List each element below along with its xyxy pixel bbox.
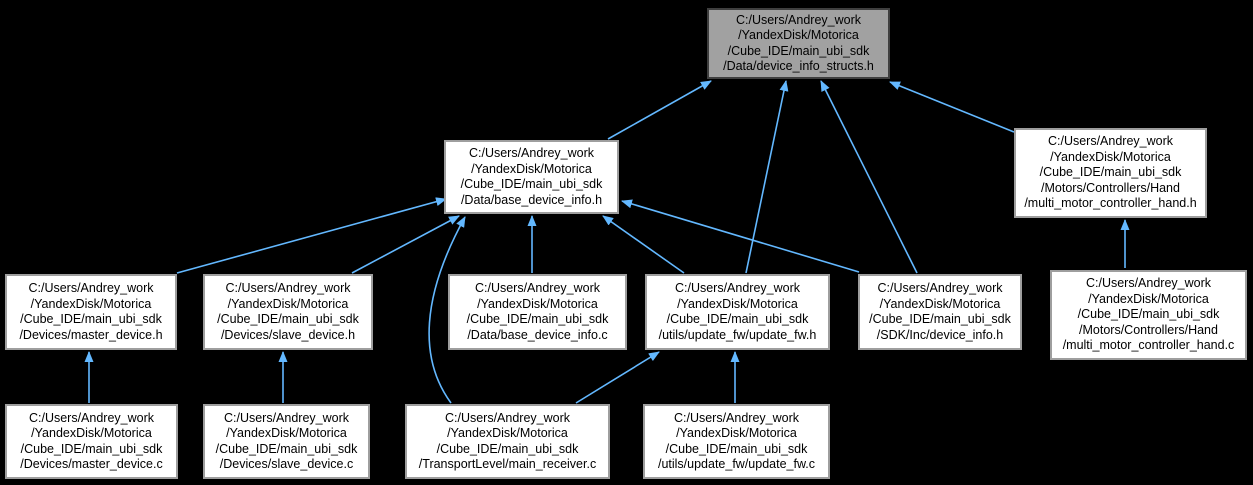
node-label-line: /Cube_IDE/main_ubi_sdk (436, 441, 579, 456)
edge-main_receiver_c-to-update_fw_h (575, 351, 660, 404)
edge-device_info_h-to-device_info_structs_h (820, 80, 918, 274)
node-label-line: /YandexDisk/Motorica (227, 296, 349, 311)
node-label-line: /multi_motor_controller_hand.h (1024, 196, 1197, 211)
node-label-line: /YandexDisk/Motorica (31, 426, 152, 440)
node-label-line: /Cube_IDE/main_ubi_sdk (1077, 307, 1220, 322)
node-label-line: /TransportLevel/main_receiver.c (418, 457, 597, 471)
node-label-line: /YandexDisk/Motorica (738, 28, 859, 42)
node-label-line: /multi_motor_controller_hand.c (1062, 338, 1235, 353)
node-label-line: /Cube_IDE/main_ubi_sdk (215, 441, 358, 456)
node-label-line: /Cube_IDE/main_ubi_sdk (869, 312, 1011, 326)
node-label-line: /YandexDisk/Motorica (1088, 291, 1209, 306)
node-label-line: /Cube_IDE/main_ubi_sdk (666, 312, 809, 326)
node-label-line: C:/Users/Andrey_work (1047, 134, 1174, 149)
edge-multi_motor_controller_hand_h-to-device_info_structs_h (889, 81, 1015, 133)
node-device_info_h[interactable]: C:/Users/Andrey_work/YandexDisk/Motorica… (858, 274, 1022, 350)
node-label-line: C:/Users/Andrey_work (28, 281, 154, 295)
node-label-line: /SDK/Inc/device_info.h (876, 327, 1004, 342)
node-slave_device_h[interactable]: C:/Users/Andrey_work/YandexDisk/Motorica… (203, 274, 373, 350)
edge-slave_device_h-to-base_device_info_h (351, 215, 460, 274)
node-base_device_info_h[interactable]: C:/Users/Andrey_work/YandexDisk/Motorica… (444, 140, 619, 214)
node-update_fw_h[interactable]: C:/Users/Andrey_work/YandexDisk/Motorica… (645, 274, 830, 350)
node-label-line: /YandexDisk/Motorica (677, 296, 798, 311)
edge-base_device_info_h-to-device_info_structs_h (607, 80, 712, 140)
node-multi_motor_controller_hand_h[interactable]: C:/Users/Andrey_work/YandexDisk/Motorica… (1014, 128, 1207, 218)
node-master_device_c[interactable]: C:/Users/Andrey_work/YandexDisk/Motorica… (5, 404, 178, 479)
node-label-line: /YandexDisk/Motorica (879, 296, 1001, 311)
edge-device_info_h-to-base_device_info_h (621, 199, 860, 273)
node-multi_motor_controller_hand_c[interactable]: C:/Users/Andrey_work/YandexDisk/Motorica… (1050, 270, 1247, 360)
node-label-line: /Motors/Controllers/Hand (1041, 180, 1180, 195)
node-label-line: /YandexDisk/Motorica (676, 426, 797, 440)
node-label-line: /YandexDisk/Motorica (30, 296, 152, 311)
edge-main_receiver_c-to-base_device_info_h (428, 216, 466, 404)
node-label-line: /Cube_IDE/main_ubi_sdk (20, 441, 163, 456)
node-label-line: /YandexDisk/Motorica (1050, 149, 1171, 164)
node-label-line: C:/Users/Andrey_work (673, 410, 800, 425)
node-label-line: /YandexDisk/Motorica (447, 426, 568, 440)
node-label-line: C:/Users/Andrey_work (735, 12, 862, 27)
node-label-line: /Data/base_device_info.h (460, 192, 603, 207)
node-label-line: /Data/base_device_info.c (467, 327, 608, 342)
node-label-line: C:/Users/Andrey_work (474, 281, 601, 295)
node-label-line: C:/Users/Andrey_work (674, 281, 801, 295)
node-label-line: /utils/update_fw/update_fw.h (658, 327, 817, 342)
node-label-line: /Cube_IDE/main_ubi_sdk (1039, 165, 1182, 180)
node-device_info_structs_h[interactable]: C:/Users/Andrey_work/YandexDisk/Motorica… (707, 8, 890, 79)
node-label-line: /Cube_IDE/main_ubi_sdk (665, 441, 808, 456)
node-label-line: /Cube_IDE/main_ubi_sdk (727, 43, 870, 58)
node-label-line: /Devices/master_device.h (19, 327, 163, 342)
node-master_device_h[interactable]: C:/Users/Andrey_work/YandexDisk/Motorica… (5, 274, 177, 350)
edge-master_device_h-to-base_device_info_h (176, 197, 447, 274)
node-label-line: C:/Users/Andrey_work (1085, 276, 1212, 291)
node-update_fw_c[interactable]: C:/Users/Andrey_work/YandexDisk/Motorica… (643, 404, 830, 479)
node-label-line: C:/Users/Andrey_work (468, 146, 595, 160)
node-label-line: /Devices/slave_device.h (220, 327, 356, 342)
node-label-line: C:/Users/Andrey_work (877, 281, 1003, 295)
node-label-line: /Cube_IDE/main_ubi_sdk (20, 312, 162, 326)
node-slave_device_c[interactable]: C:/Users/Andrey_work/YandexDisk/Motorica… (203, 404, 370, 479)
node-label-line: /utils/update_fw/update_fw.c (657, 457, 816, 471)
node-label-line: C:/Users/Andrey_work (223, 410, 350, 425)
node-base_device_info_c[interactable]: C:/Users/Andrey_work/YandexDisk/Motorica… (448, 274, 627, 350)
node-label-line: /Devices/slave_device.c (219, 457, 354, 471)
edge-update_fw_h-to-base_device_info_h (602, 215, 685, 274)
node-label-line: /YandexDisk/Motorica (477, 296, 598, 311)
node-label-line: /Devices/master_device.c (20, 457, 163, 471)
node-label-line: /YandexDisk/Motorica (226, 426, 347, 440)
node-label-line: /Cube_IDE/main_ubi_sdk (460, 177, 603, 191)
edge-update_fw_h-to-device_info_structs_h (745, 80, 789, 274)
node-label-line: /Motors/Controllers/Hand (1079, 322, 1218, 337)
node-label-line: /YandexDisk/Motorica (471, 161, 592, 176)
node-label-line: C:/Users/Andrey_work (28, 410, 155, 425)
node-label-line: C:/Users/Andrey_work (225, 281, 351, 295)
node-label-line: C:/Users/Andrey_work (444, 410, 571, 425)
node-main_receiver_c[interactable]: C:/Users/Andrey_work/YandexDisk/Motorica… (405, 404, 610, 479)
node-label-line: /Cube_IDE/main_ubi_sdk (217, 312, 359, 326)
node-label-line: /Data/device_info_structs.h (723, 59, 874, 73)
node-label-line: /Cube_IDE/main_ubi_sdk (466, 312, 609, 326)
